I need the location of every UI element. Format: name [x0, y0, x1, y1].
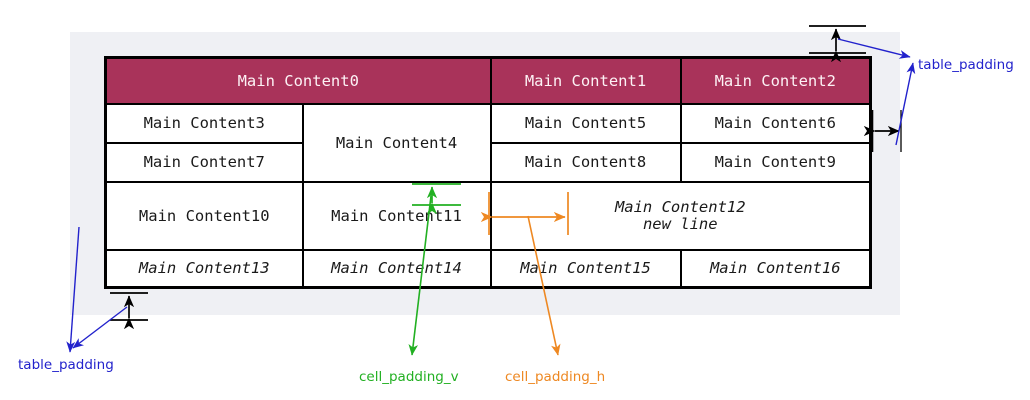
table-cell: Main Content13	[104, 248, 304, 289]
table-cell-merged: Main Content4	[301, 103, 492, 183]
table-row: Main Content13 Main Content14 Main Conte…	[104, 248, 872, 289]
table-row: Main Content10 Main Content11 Main Conte…	[104, 180, 872, 251]
table-cell: Main Content5	[489, 103, 682, 144]
table-header-cell: Main Content0	[104, 56, 492, 105]
table-container: Main Content0 Main Content1 Main Content…	[104, 56, 873, 289]
table-cell: Main Content11	[301, 180, 492, 251]
table-row: Main Content0 Main Content1 Main Content…	[104, 56, 872, 105]
table-cell: Main Content15	[489, 248, 682, 289]
annotation-label-table-padding-left: table_padding	[18, 357, 114, 373]
main-table: Main Content0 Main Content1 Main Content…	[104, 56, 873, 289]
table-row: Main Content7 Main Content8 Main Content…	[104, 141, 872, 183]
table-row: Main Content3 Main Content4 Main Content…	[104, 103, 872, 183]
table-header-cell: Main Content2	[679, 56, 872, 105]
table-cell: Main Content3	[104, 103, 304, 144]
table-cell: Main Content8	[489, 141, 682, 183]
annotation-label-cell-padding-v: cell_padding_v	[359, 369, 459, 385]
table-header-cell: Main Content1	[489, 56, 682, 105]
table-cell: Main Content9	[679, 141, 872, 183]
table-cell: Main Content7	[104, 141, 304, 183]
table-cell: Main Content10	[104, 180, 304, 251]
annotation-label-table-padding-right: table_padding	[918, 57, 1014, 73]
table-cell: Main Content14	[301, 248, 492, 289]
annotation-label-cell-padding-h: cell_padding_h	[505, 369, 606, 385]
table-cell: Main Content16	[679, 248, 872, 289]
table-cell: Main Content6	[679, 103, 872, 144]
